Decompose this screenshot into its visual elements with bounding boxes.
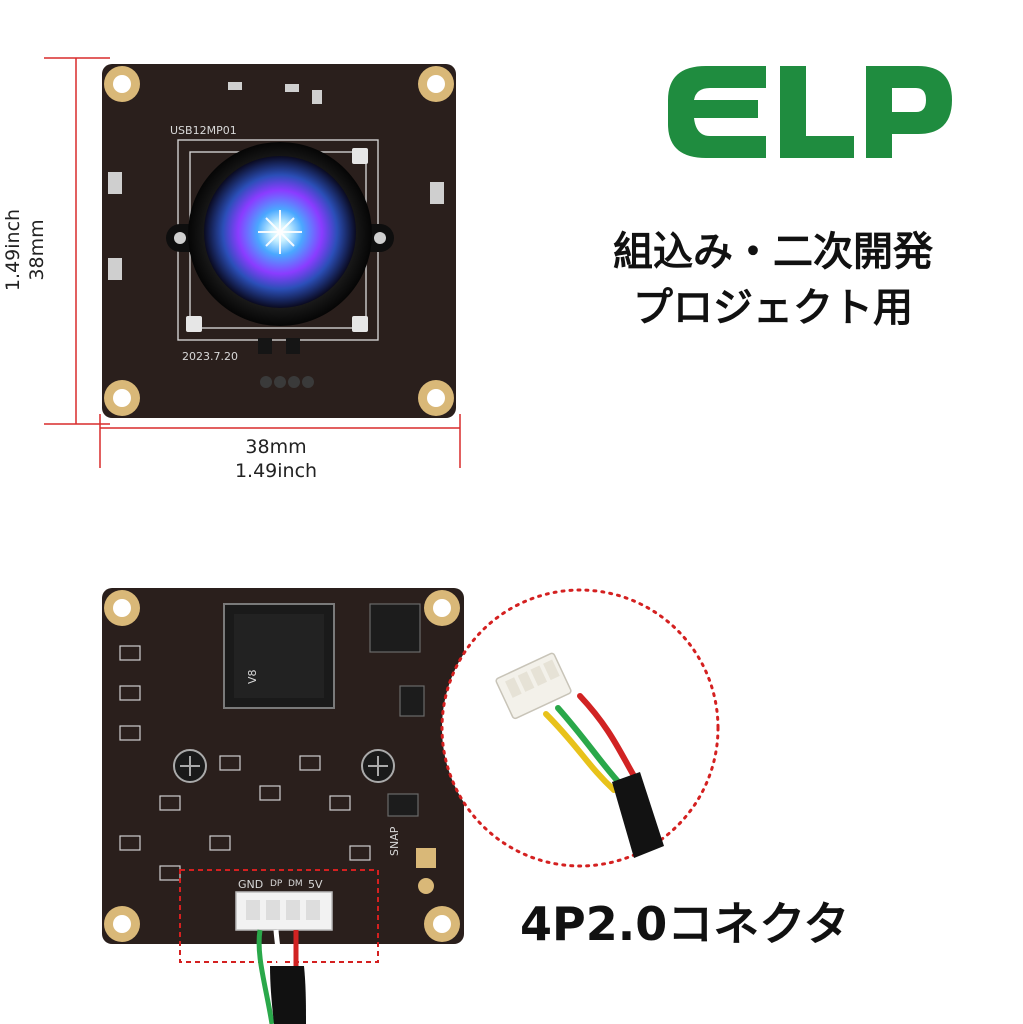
width-dimension-label: 38mm 1.49inch bbox=[196, 436, 356, 484]
camera-board-front: USB12MP01 2023.7.20 bbox=[102, 64, 456, 418]
connector-plug bbox=[495, 652, 572, 720]
board-date-text: 2023.7.20 bbox=[182, 350, 238, 363]
headline: 組込み・二次開発 プロジェクト用 bbox=[548, 224, 998, 336]
mounting-holes-back bbox=[104, 590, 460, 942]
pin-label-dp: DP bbox=[270, 879, 283, 889]
connector-cable-jacket bbox=[612, 772, 664, 858]
chip-label: V8 bbox=[246, 669, 259, 684]
dimension-lines bbox=[44, 57, 461, 468]
pin-label-dm: DM bbox=[288, 879, 303, 889]
height-mm: 38mm bbox=[25, 219, 48, 281]
board-connector bbox=[235, 891, 333, 931]
width-inch: 1.49inch bbox=[234, 459, 318, 482]
headline-line1: 組込み・二次開発 bbox=[613, 229, 933, 275]
pin-label-gnd: GND bbox=[238, 878, 263, 891]
connector-callout bbox=[440, 588, 720, 868]
headline-line2: プロジェクト用 bbox=[633, 285, 913, 331]
board-model-text: USB12MP01 bbox=[170, 124, 237, 137]
callout-circle bbox=[440, 588, 720, 868]
camera-board-back: V8 SNAP GND DP DM 5V bbox=[102, 588, 464, 1024]
snap-label: SNAP bbox=[388, 826, 401, 856]
pcb-back bbox=[102, 588, 464, 944]
main-chip bbox=[223, 603, 335, 709]
width-mm: 38mm bbox=[245, 436, 307, 458]
pin-label-5v: 5V bbox=[308, 878, 323, 891]
screws bbox=[173, 749, 395, 783]
elp-logo bbox=[668, 66, 952, 158]
connector-wires bbox=[543, 693, 637, 793]
height-inch: 1.49inch bbox=[2, 208, 24, 292]
mounting-holes-front bbox=[104, 66, 454, 416]
connector-label: 4P2.0コネクタ bbox=[520, 897, 850, 951]
cable bbox=[256, 929, 306, 1024]
height-dimension-label: 1.49inch 38mm bbox=[2, 206, 102, 294]
